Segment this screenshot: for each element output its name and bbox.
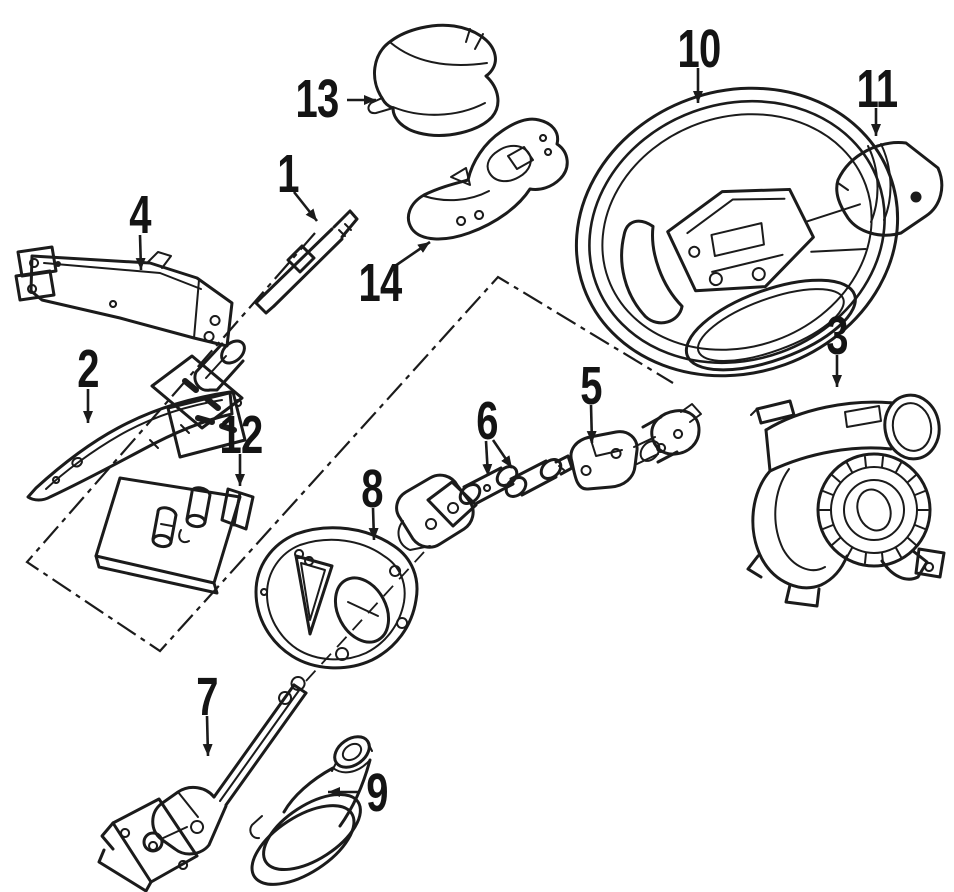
part-12-stud-plate bbox=[94, 476, 255, 595]
part-9-dust-boot bbox=[249, 735, 373, 886]
callout-leader-arrows bbox=[83, 68, 881, 797]
callout-10[interactable]: 10 bbox=[677, 19, 722, 79]
callout-7[interactable]: 7 bbox=[196, 667, 218, 727]
callout-8[interactable]: 8 bbox=[361, 459, 383, 519]
part-2-lower-support-bracket bbox=[26, 339, 247, 502]
part-6-intermediate-shaft bbox=[395, 454, 574, 551]
part-1-upper-steering-shaft bbox=[254, 209, 359, 315]
part-14-lower-shroud bbox=[407, 117, 569, 241]
part-11-wheel-rear-cover bbox=[835, 141, 944, 237]
part-4-upper-mounting-bracket bbox=[14, 245, 234, 348]
callout-3[interactable]: 3 bbox=[826, 306, 848, 366]
part-7-lower-steering-shaft bbox=[97, 676, 308, 892]
part-10-steering-wheel bbox=[574, 86, 900, 378]
callout-13[interactable]: 13 bbox=[295, 69, 340, 129]
callout-12[interactable]: 12 bbox=[219, 405, 264, 465]
callout-5[interactable]: 5 bbox=[580, 356, 602, 416]
callout-1[interactable]: 1 bbox=[277, 144, 299, 204]
callout-14[interactable]: 14 bbox=[358, 253, 403, 313]
callout-9[interactable]: 9 bbox=[366, 763, 388, 823]
callout-4[interactable]: 4 bbox=[129, 185, 151, 245]
callout-11[interactable]: 11 bbox=[856, 59, 899, 119]
part-5-universal-joint bbox=[569, 403, 702, 491]
callout-2[interactable]: 2 bbox=[77, 339, 99, 399]
callout-6[interactable]: 6 bbox=[476, 391, 498, 451]
part-13-upper-shroud bbox=[367, 23, 500, 137]
part-3-column-housing bbox=[746, 393, 946, 608]
phantom-panel-lines bbox=[25, 232, 674, 682]
part-8-dash-seal-plate bbox=[254, 526, 419, 670]
